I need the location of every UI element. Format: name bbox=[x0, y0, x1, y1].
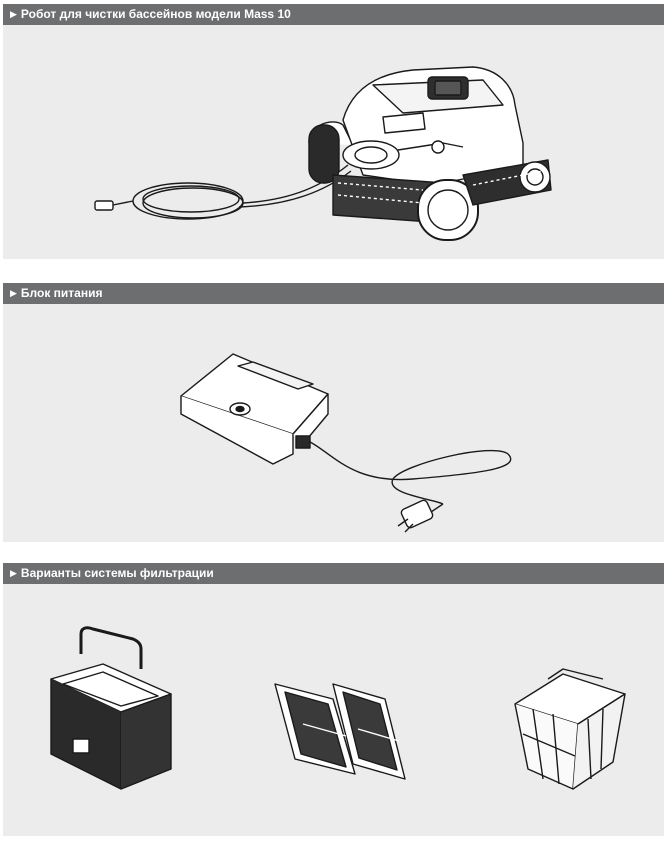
section-filtration: ▶ Варианты системы фильтрации bbox=[3, 563, 664, 836]
section-robot: ▶ Робот для чистки бассейнов модели Mass… bbox=[3, 4, 664, 259]
section-title-filtration: Варианты системы фильтрации bbox=[20, 566, 214, 580]
triangle-icon: ▶ bbox=[10, 288, 17, 298]
triangle-icon: ▶ bbox=[10, 568, 17, 578]
section-body-filtration bbox=[3, 584, 664, 836]
section-body-power-supply bbox=[3, 304, 664, 542]
section-header-robot: ▶ Робот для чистки бассейнов модели Mass… bbox=[3, 4, 664, 25]
power-supply-illustration bbox=[180, 353, 512, 533]
pool-robot-illustration bbox=[94, 66, 552, 241]
section-title-power-supply: Блок питания bbox=[20, 286, 103, 300]
section-header-power-supply: ▶ Блок питания bbox=[3, 283, 664, 304]
section-title-robot: Робот для чистки бассейнов модели Mass 1… bbox=[20, 7, 291, 21]
section-body-robot bbox=[3, 25, 664, 259]
basket-filter-illustration bbox=[50, 626, 626, 790]
triangle-icon: ▶ bbox=[10, 9, 17, 19]
section-header-filtration: ▶ Варианты системы фильтрации bbox=[3, 563, 664, 584]
section-power-supply: ▶ Блок питания bbox=[3, 283, 664, 542]
